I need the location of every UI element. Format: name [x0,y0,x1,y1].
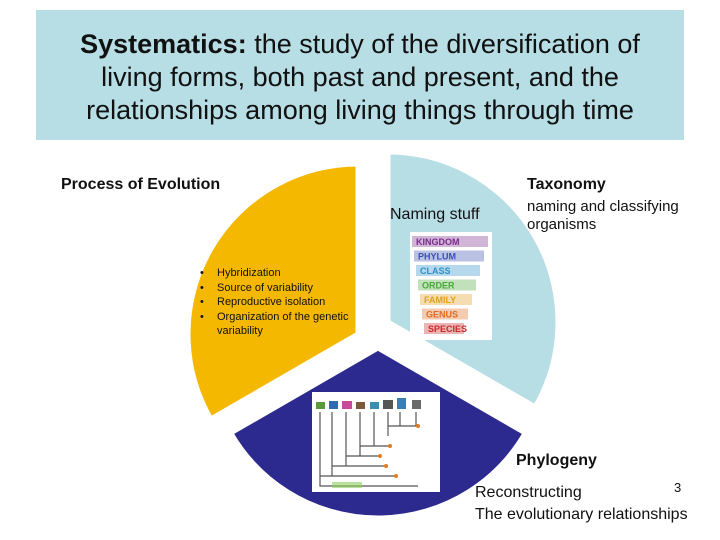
taxonomy-title: Taxonomy [527,176,606,193]
rank-bar [414,250,484,262]
rank-bar [420,294,472,305]
phylogeny-title: Phylogeny [516,452,597,469]
evolution-bullet: Organization of the genetic variability [200,310,357,339]
rank-bar [422,308,468,320]
rank-label: CLASS [420,266,451,276]
title-banner: Systematics: the study of the diversific… [36,10,684,140]
phylogeny-subtitle-line1: Reconstructing [475,484,582,501]
rank-label: PHYLUM [418,252,456,262]
rank-bar [418,279,476,291]
rank-bar [416,265,480,276]
taxonomy-subtitle: naming and classifying organisms [527,198,679,233]
evolution-bullet: Hybridization [200,266,357,281]
evolution-bullet: Reproductive isolation [200,295,357,310]
rank-label: FAMILY [424,295,456,305]
naming-stuff-label: Naming stuff [390,206,480,223]
systematics-definition: the study of the diversification of livi… [86,29,640,125]
rank-label: GENUS [426,310,458,320]
rank-bar [424,323,464,334]
phylogeny-subtitle: Reconstructing The evolutionary relation… [475,482,720,526]
rank-bar [412,236,488,247]
rank-label: ORDER [422,281,455,291]
rank-label: KINGDOM [416,237,460,247]
evolution-bullet: Source of variability [200,281,357,296]
rank-label: SPECIES [428,324,467,334]
taxonomy-ranks-image: KINGDOM PHYLUM CLASS ORDER FAMILY GENUS SPECIE… [410,232,492,340]
systematics-term: Systematics: [80,29,247,59]
phylogeny-subtitle-line2: The evolutionary relationships [475,506,688,523]
evolution-title: Process of Evolution [61,176,221,193]
page-number: 3 [674,480,682,495]
evolution-bullet-list: Hybridization Source of variability Repr… [200,266,357,339]
phylogenetic-tree-image [312,392,440,492]
